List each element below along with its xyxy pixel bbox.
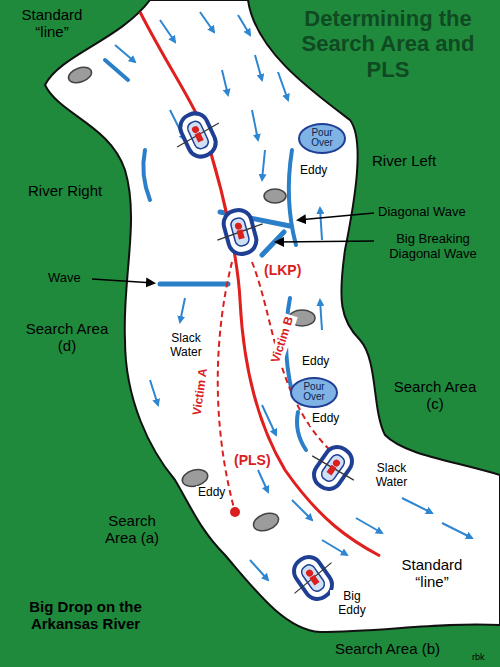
- drawing-part: [251, 510, 281, 534]
- drawing-part: [356, 518, 382, 533]
- label: Eddy: [300, 355, 331, 369]
- drawing-part: [312, 453, 354, 484]
- label: Big Breaking Diagonal Wave: [378, 232, 488, 262]
- raft: [167, 105, 229, 165]
- node-text: Pour Over: [300, 382, 328, 403]
- drawing-part: [299, 563, 327, 594]
- drawing-part: [258, 470, 268, 492]
- standard-line: [140, 12, 380, 556]
- label: rbk: [472, 652, 485, 662]
- drawing-part: [255, 55, 262, 80]
- drawing-part: [320, 300, 322, 330]
- raft: [211, 205, 269, 260]
- label: River Left: [372, 152, 436, 169]
- drawing-part: [66, 64, 93, 85]
- rocks: [66, 64, 315, 534]
- label: River Right: [28, 182, 102, 199]
- drawing-part: [402, 498, 432, 513]
- drawing-part: [222, 70, 228, 95]
- label: Slack Water: [158, 332, 214, 360]
- drawing-part: [292, 500, 312, 520]
- drawing-part: [186, 119, 211, 150]
- pour-over-oval: Pour Over: [290, 377, 338, 408]
- drawing-part: [143, 150, 150, 200]
- drawing-part: [160, 282, 228, 287]
- label: Standard “line”: [12, 6, 92, 41]
- drawing-part: [327, 465, 337, 476]
- drawing-part: [292, 563, 334, 594]
- label: Standard “line”: [390, 556, 474, 591]
- drawing-part: [262, 150, 265, 180]
- drawing-part: [276, 241, 374, 242]
- drawing-part: [319, 453, 347, 484]
- label: Wave: [48, 271, 81, 286]
- current-arrows: [115, 12, 472, 580]
- drawing-part: [115, 45, 135, 62]
- pour-over-oval: Pour Over: [298, 123, 346, 154]
- label: Slack Water: [362, 462, 421, 490]
- drawing-part: [278, 72, 288, 100]
- label: (PLS): [232, 452, 273, 468]
- label: Eddy: [196, 486, 227, 500]
- drawing-part: [322, 540, 347, 555]
- drawing-part: [250, 560, 268, 580]
- label: Diagonal Wave: [378, 205, 466, 220]
- drawing-part: [237, 229, 245, 239]
- pls-dot: [230, 507, 240, 517]
- node-text: Pour Over: [308, 128, 336, 149]
- label: Search Area (c): [390, 378, 480, 413]
- victim-a-path: [218, 262, 235, 512]
- drawing-part: [92, 279, 154, 283]
- drawing-part: [105, 60, 128, 80]
- label: Search Area (b): [335, 640, 440, 657]
- drawing-part: [309, 575, 319, 586]
- eddy-lines: [105, 60, 306, 450]
- drawing-part: [221, 207, 259, 257]
- drawing-part: [160, 20, 175, 42]
- drawing-part: [238, 15, 250, 35]
- label: Eddy: [310, 412, 341, 426]
- drawing-part: [298, 213, 374, 220]
- drawing-part: [234, 222, 243, 231]
- raft: [301, 436, 366, 500]
- drawing-part: [194, 132, 203, 143]
- drawing-part: [309, 442, 357, 494]
- drawing-part: [180, 298, 185, 322]
- drawing-part: [252, 110, 258, 140]
- drawing-part: [320, 208, 322, 240]
- drawing-part: [262, 232, 284, 255]
- victim-b-path: [252, 262, 335, 455]
- title: Determining the Search Area and PLS: [288, 6, 488, 82]
- label: Search Area (d): [22, 320, 112, 355]
- drawing-part: [150, 380, 158, 405]
- drawing-part: [289, 150, 296, 245]
- label: Big Eddy: [330, 590, 374, 618]
- drawing-part: [230, 217, 251, 248]
- river-water: [45, 0, 500, 632]
- drawing-part: [176, 109, 220, 161]
- label: (LKP): [262, 262, 303, 278]
- drawing-part: [175, 123, 220, 147]
- drawing-part: [200, 12, 214, 32]
- label: Eddy: [298, 164, 329, 178]
- label: Big Drop on the Arkansas River: [18, 598, 153, 633]
- drawing-part: [264, 189, 286, 203]
- label: Search Area (a): [92, 512, 172, 547]
- drawing-part: [442, 523, 472, 538]
